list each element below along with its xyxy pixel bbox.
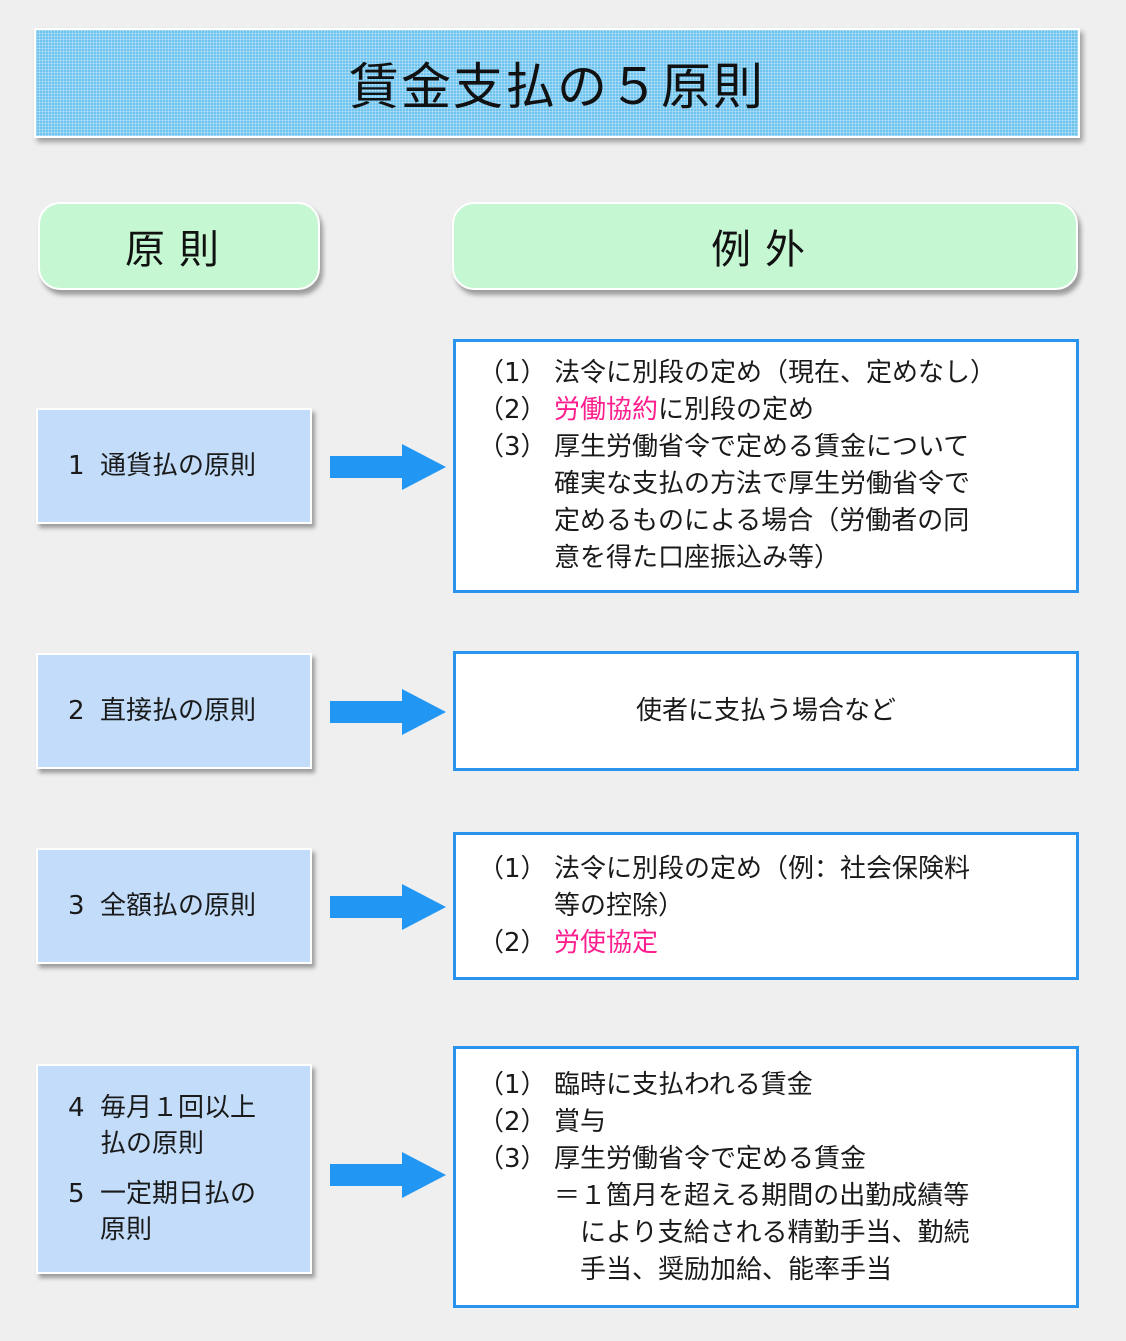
principle-box-4: 4 毎月１回以上 払の原則 5 一定期日払の 原則 [36,1064,312,1274]
principle-item: 5 一定期日払の 原則 [68,1176,310,1248]
principle-label: 直接払の原則 [100,696,257,726]
diagram-title: 賃金支払の５原則 [349,58,765,116]
principle-number: 1 [68,451,85,481]
exception-item: （1） 臨時に支払われる賃金 [478,1067,1066,1104]
exception-text: 臨時に支払われる賃金 [554,1070,813,1100]
exception-number: （1） [478,1070,547,1100]
principle-number: 3 [68,891,85,921]
principle-number: 5 [68,1179,85,1209]
exception-number: （2） [478,1107,547,1137]
principle-label: 全額払の原則 [100,891,257,921]
exception-item: （3） 厚生労働省令で定める賃金 [478,1141,1066,1178]
exception-box-1: （1） 法令に別段の定め（現在、定めなし） （2） 労働協約に別段の定め （3）… [453,339,1079,593]
arrow-right-icon [330,444,446,490]
arrow-right-icon [330,689,446,735]
principle-item: 2 直接払の原則 [68,693,310,729]
exception-text: 賞与 [554,1107,607,1137]
exception-number: （2） [478,928,547,958]
exception-number: （3） [478,1144,547,1174]
principle-box-3: 3 全額払の原則 [36,848,312,964]
principle-label: 通貨払の原則 [100,451,257,481]
exception-text: 使者に支払う場合など [635,695,896,726]
principle-label: 毎月１回以上 払の原則 [100,1093,257,1159]
exception-item: （2） 労働協約に別段の定め [478,392,1066,429]
exception-box-4: （1） 臨時に支払われる賃金 （2） 賞与 （3） 厚生労働省令で定める賃金 ＝… [453,1046,1079,1308]
exception-text: に別段の定め [658,395,815,425]
exception-note: ＝１箇月を超える期間の出勤成績等 により支給される精勤手当、勤続 手当、奨励加給… [554,1181,970,1285]
exception-number: （2） [478,395,547,425]
exception-item: （1） 法令に別段の定め（例：社会保険料 等の控除） [478,851,1066,925]
principle-box-1: 1 通貨払の原則 [36,408,312,524]
arrow-right-icon [330,884,446,930]
exception-number: （3） [478,432,547,462]
exception-box-2: 使者に支払う場合など [453,651,1079,771]
exception-column-header: 例外 [452,202,1078,290]
principle-item: 4 毎月１回以上 払の原則 [68,1090,310,1162]
principle-item: 3 全額払の原則 [68,888,310,924]
exception-text: 法令に別段の定め（現在、定めなし） [554,358,997,388]
principle-number: 2 [68,696,85,726]
exception-box-3: （1） 法令に別段の定め（例：社会保険料 等の控除） （2） 労使協定 [453,832,1079,980]
exception-list: （1） 臨時に支払われる賃金 （2） 賞与 （3） 厚生労働省令で定める賃金 ＝… [478,1067,1066,1289]
exception-list: （1） 法令に別段の定め（現在、定めなし） （2） 労働協約に別段の定め （3）… [478,355,1066,577]
exception-text: 法令に別段の定め（例：社会保険料 等の控除） [554,854,971,921]
exception-list: （1） 法令に別段の定め（例：社会保険料 等の控除） （2） 労使協定 [478,851,1066,962]
exception-number: （1） [478,358,547,388]
principle-label: 一定期日払の 原則 [100,1179,257,1245]
principle-number: 4 [68,1093,85,1123]
highlighted-term: 労働協約 [554,395,659,425]
exception-text: 厚生労働省令で定める賃金について 確実な支払の方法で厚生労働省令で 定めるものに… [554,432,971,573]
exception-item: （2） 労使協定 [478,925,1066,962]
title-banner: 賃金支払の５原則 [34,28,1080,138]
principle-column-header: 原則 [38,202,320,290]
exception-item: （3） 厚生労働省令で定める賃金について 確実な支払の方法で厚生労働省令で 定め… [478,429,1066,577]
exception-number: （1） [478,854,547,884]
arrow-right-icon [330,1152,446,1198]
exception-item: （1） 法令に別段の定め（現在、定めなし） [478,355,1066,392]
highlighted-term: 労使協定 [554,928,659,958]
exception-item: （2） 賞与 [478,1104,1066,1141]
principle-item: 1 通貨払の原則 [68,448,310,484]
principle-box-2: 2 直接払の原則 [36,653,312,769]
exception-text: 厚生労働省令で定める賃金 [554,1144,867,1174]
